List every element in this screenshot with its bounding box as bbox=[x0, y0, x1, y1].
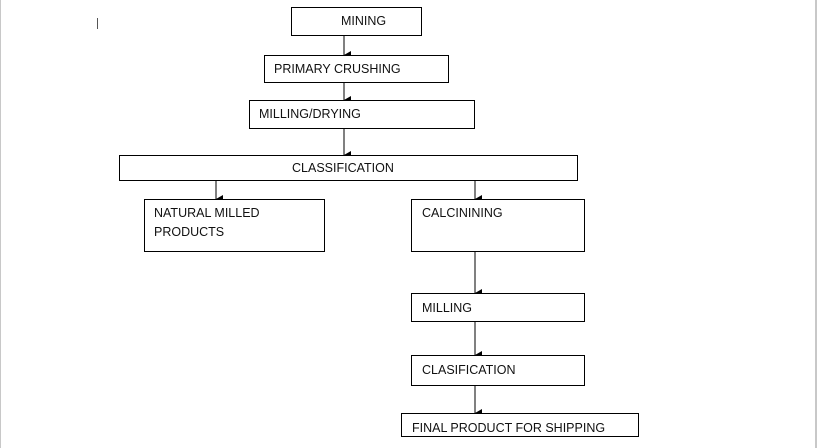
final-product-box: FINAL PRODUCT FOR SHIPPING bbox=[401, 413, 639, 437]
milling-drying-label: MILLING/DRYING bbox=[259, 107, 361, 121]
classification-label: CLASSIFICATION bbox=[292, 161, 394, 175]
mining-box: MINING bbox=[291, 7, 422, 36]
classification-box: CLASSIFICATION bbox=[119, 155, 578, 181]
natural-milled-products-label: NATURAL MILLED PRODUCTS bbox=[154, 206, 260, 239]
primary-crushing-label: PRIMARY CRUSHING bbox=[274, 62, 401, 76]
milling-drying-box: MILLING/DRYING bbox=[249, 100, 475, 129]
milling-box: MILLING bbox=[411, 293, 585, 322]
primary-crushing-box: PRIMARY CRUSHING bbox=[264, 55, 449, 83]
final-product-label: FINAL PRODUCT FOR SHIPPING bbox=[412, 421, 606, 435]
clasification-box: CLASIFICATION bbox=[411, 355, 585, 386]
clasification-label: CLASIFICATION bbox=[422, 363, 516, 377]
text-cursor bbox=[97, 18, 98, 29]
natural-milled-products-box: NATURAL MILLED PRODUCTS bbox=[144, 199, 325, 252]
page-edge-left bbox=[0, 0, 1, 448]
mining-label: MINING bbox=[341, 14, 387, 28]
calcinining-box: CALCININING bbox=[411, 199, 585, 252]
milling-label: MILLING bbox=[422, 301, 473, 315]
calcinining-label: CALCININING bbox=[422, 206, 503, 220]
page-edge-right bbox=[815, 0, 817, 448]
